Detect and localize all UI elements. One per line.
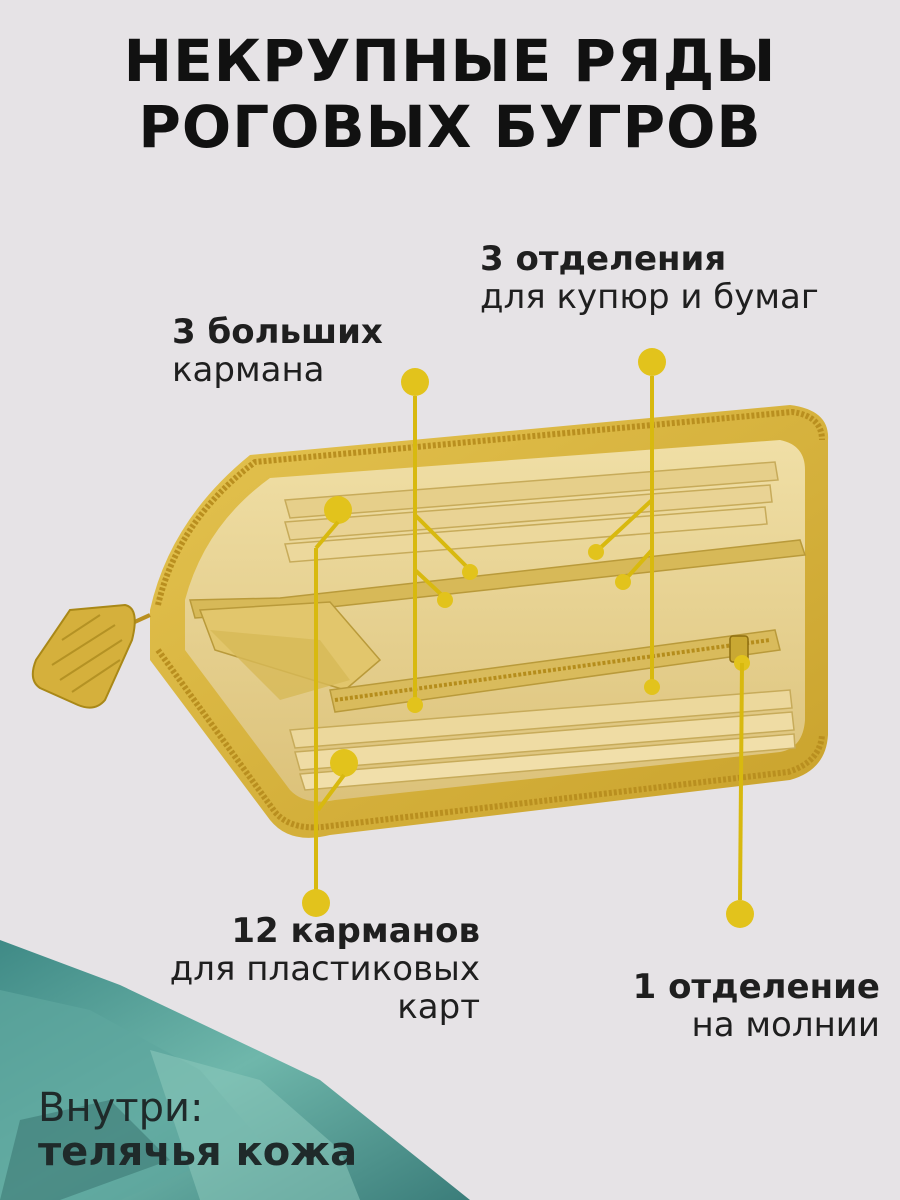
material-info: Внутри: телячья кожа — [38, 1086, 357, 1174]
callout-bill-compartments — [588, 348, 666, 695]
card-pockets-count: 12 карманов — [231, 911, 480, 951]
label-big-pockets: 3 больших кармана — [172, 313, 383, 389]
callout-dot — [726, 900, 754, 928]
callout-dot — [401, 368, 429, 396]
zip-compartment-desc: на молнии — [691, 1005, 880, 1045]
callout-dot — [437, 592, 453, 608]
teal-corner-decoration — [0, 940, 470, 1200]
callout-dot — [324, 496, 352, 524]
title-line-2: РОГОВЫХ БУГРОВ — [138, 93, 762, 161]
callout-dot — [407, 697, 423, 713]
card-pockets-desc-2: карт — [397, 987, 480, 1027]
callout-dot — [638, 348, 666, 376]
card-pockets-desc-1: для пластиковых — [169, 949, 480, 989]
label-card-pockets: 12 карманов для пластиковых карт — [170, 912, 480, 1026]
callout-dot — [330, 749, 358, 777]
callout-dot — [302, 889, 330, 917]
callout-big-pockets — [401, 368, 478, 713]
callout-dot — [588, 544, 604, 560]
label-bill-compartments: 3 отделения для купюр и бумаг — [480, 240, 819, 316]
bill-compartments-desc: для купюр и бумаг — [480, 277, 819, 317]
big-pockets-count: 3 больших — [172, 312, 383, 352]
page-title: НЕКРУПНЫЕ РЯДЫ РОГОВЫХ БУГРОВ — [0, 28, 900, 160]
callout-card-pockets — [302, 496, 358, 917]
big-pockets-desc: кармана — [172, 350, 325, 390]
callout-dot — [462, 564, 478, 580]
material-value: телячья кожа — [38, 1129, 358, 1175]
title-line-1: НЕКРУПНЫЕ РЯДЫ — [123, 27, 777, 95]
bill-compartments-count: 3 отделения — [480, 239, 727, 279]
callout-dot — [615, 574, 631, 590]
wallet-image — [31, 405, 829, 838]
label-zip-compartment: 1 отделение на молнии — [633, 968, 880, 1044]
callout-zip-compartment — [726, 655, 754, 928]
callout-dot — [644, 679, 660, 695]
material-label: Внутри: — [38, 1085, 204, 1131]
zip-compartment-count: 1 отделение — [632, 967, 880, 1007]
